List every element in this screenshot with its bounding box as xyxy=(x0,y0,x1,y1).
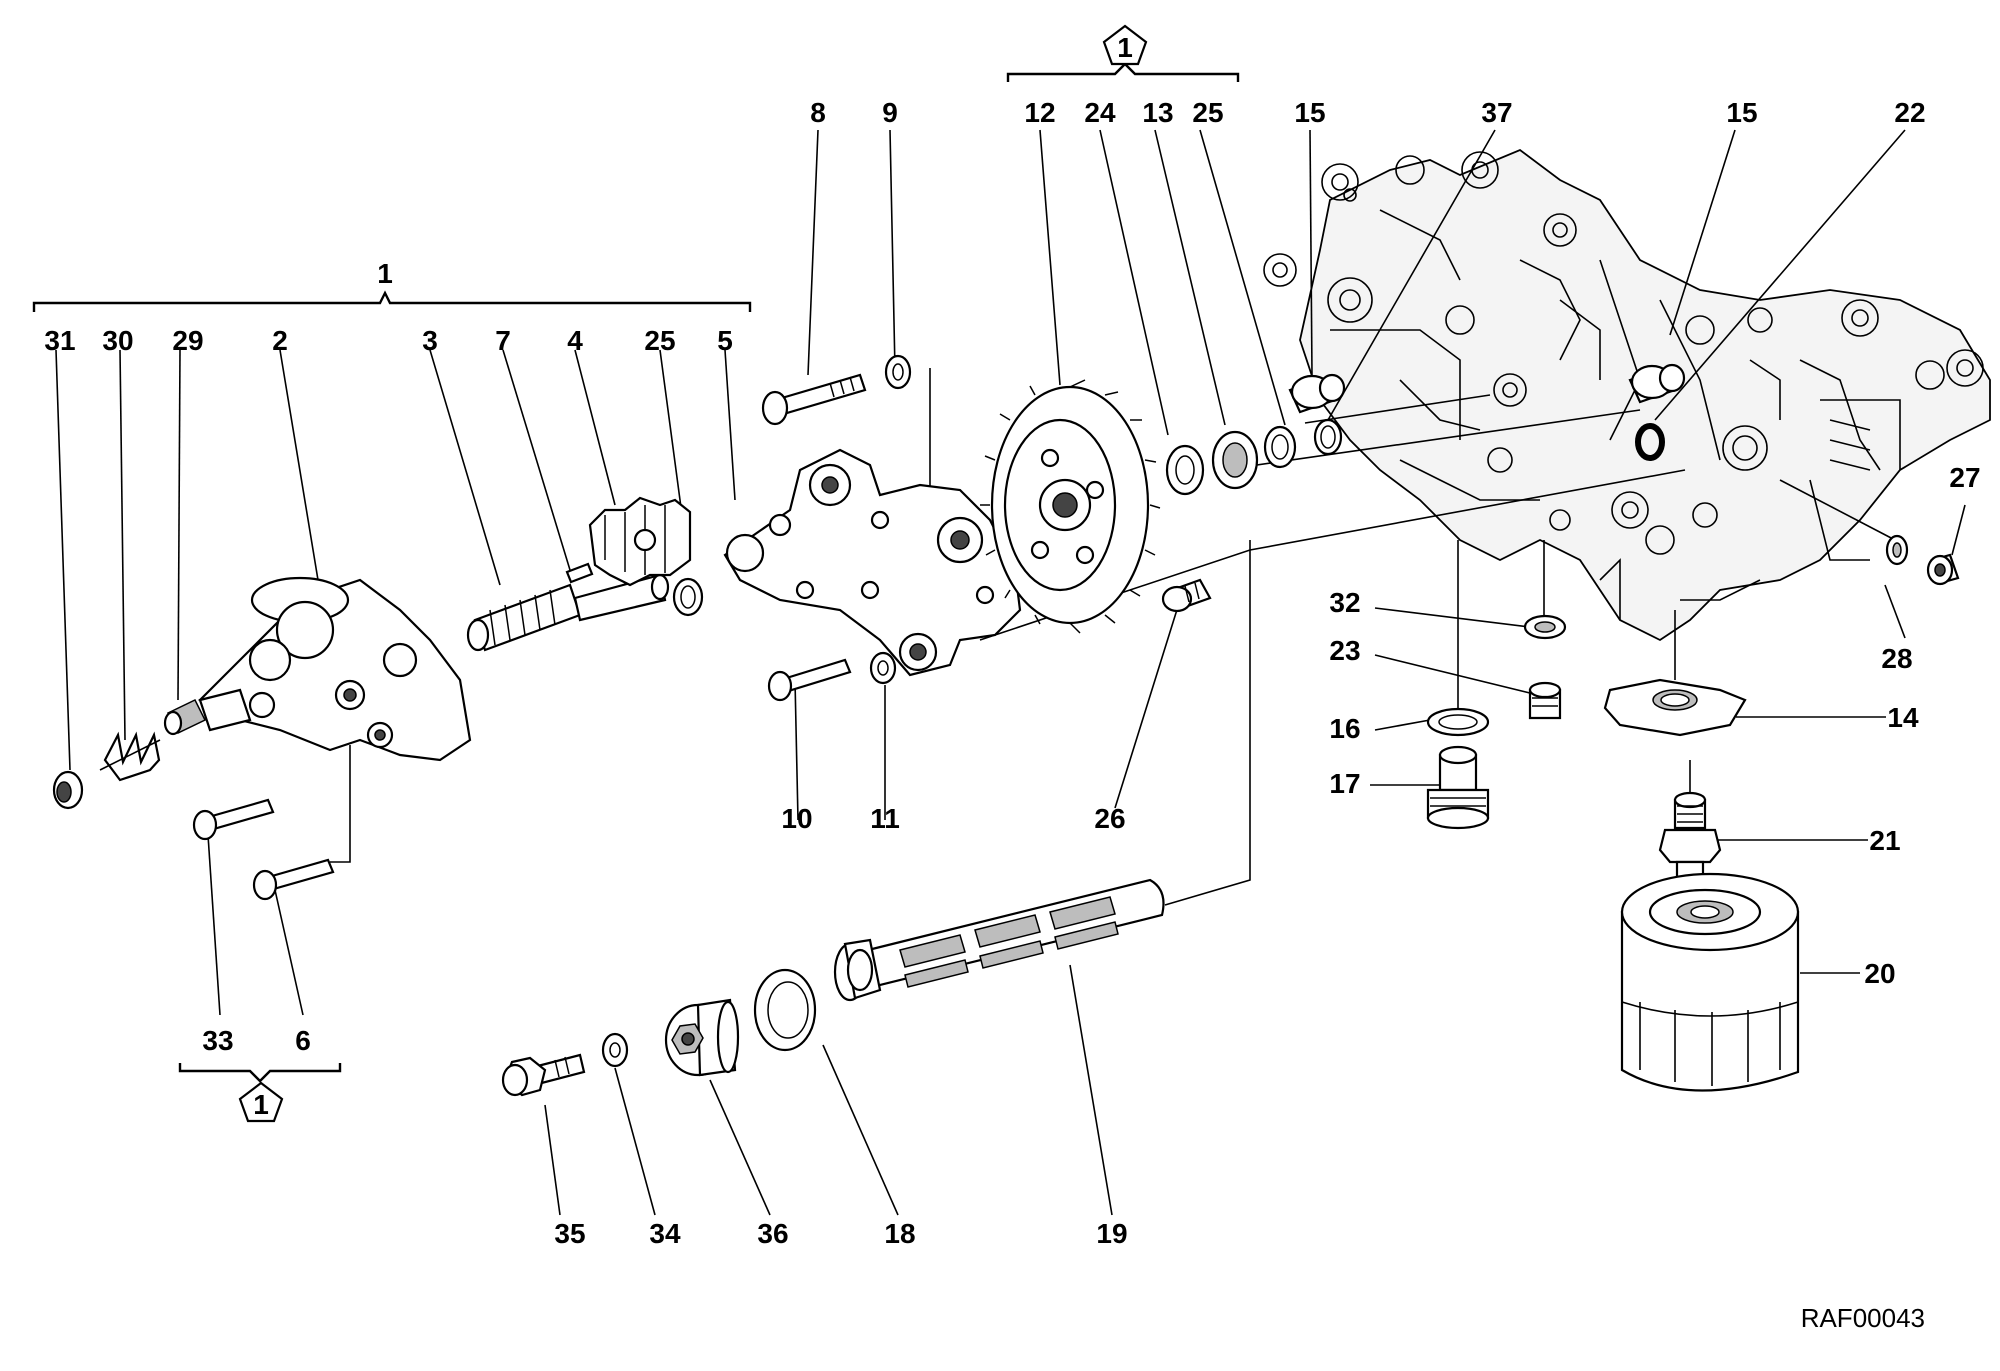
washer-34 xyxy=(601,1032,629,1068)
group-bracket-assembly-1 xyxy=(32,290,752,312)
label-15-right: 15 xyxy=(1726,97,1757,128)
part-labels: 1 31 30 29 2 3 7 4 25 5 8 9 12 24 13 25 … xyxy=(44,97,1980,1249)
label-31: 31 xyxy=(44,325,75,356)
pump-key-pin xyxy=(565,562,594,584)
bush-15-left xyxy=(1288,373,1346,414)
label-20: 20 xyxy=(1864,958,1895,989)
label-18: 18 xyxy=(884,1218,915,1249)
plug-23 xyxy=(1528,681,1562,720)
label-29: 29 xyxy=(172,325,203,356)
label-11: 11 xyxy=(870,803,900,834)
label-4: 4 xyxy=(567,325,583,356)
circlip-25-right xyxy=(1263,425,1297,469)
relief-valve-plunger xyxy=(163,699,207,736)
badge-1-top: 1 xyxy=(1102,24,1148,66)
label-6: 6 xyxy=(295,1025,311,1056)
label-25-right: 25 xyxy=(1192,97,1223,128)
label-15-left: 15 xyxy=(1294,97,1325,128)
bush-15-right xyxy=(1628,363,1686,404)
pump-shaft-gear xyxy=(466,573,670,652)
filter-screen-19 xyxy=(833,878,1165,1002)
label-24: 24 xyxy=(1084,97,1116,128)
label-25-left: 25 xyxy=(644,325,675,356)
screw-10 xyxy=(767,658,852,702)
label-1: 1 xyxy=(377,258,393,289)
plug-27 xyxy=(1926,553,1960,586)
pump-body xyxy=(723,448,1022,677)
label-16: 16 xyxy=(1329,713,1360,744)
label-5: 5 xyxy=(717,325,733,356)
bush-26 xyxy=(1161,578,1212,613)
label-2: 2 xyxy=(272,325,288,356)
plug-17 xyxy=(1426,745,1490,830)
oring-22 xyxy=(1635,423,1665,461)
label-30: 30 xyxy=(102,325,133,356)
label-19: 19 xyxy=(1096,1218,1127,1249)
pump-driven-gear xyxy=(588,496,692,587)
screw-33 xyxy=(192,798,275,841)
label-21: 21 xyxy=(1869,825,1900,856)
screw-6 xyxy=(252,858,335,901)
label-3: 3 xyxy=(422,325,438,356)
seal-ring-18 xyxy=(753,968,817,1052)
label-33: 33 xyxy=(202,1025,233,1056)
svg-text:1: 1 xyxy=(1117,32,1133,63)
label-23: 23 xyxy=(1329,635,1360,666)
drive-gear xyxy=(980,379,1161,634)
label-36: 36 xyxy=(757,1218,788,1249)
washer-13 xyxy=(1211,430,1259,490)
relief-valve-spring xyxy=(99,731,161,782)
label-9: 9 xyxy=(882,97,898,128)
label-12: 12 xyxy=(1024,97,1055,128)
label-22: 22 xyxy=(1894,97,1925,128)
filter-cap-36 xyxy=(664,998,740,1077)
label-32: 32 xyxy=(1329,587,1360,618)
label-28: 28 xyxy=(1881,643,1912,674)
pump-cover xyxy=(198,576,472,762)
label-14: 14 xyxy=(1887,702,1919,733)
label-37: 37 xyxy=(1481,97,1512,128)
washer-16 xyxy=(1426,707,1490,737)
circlip-24 xyxy=(1165,444,1205,496)
washer-11 xyxy=(869,651,897,685)
label-35: 35 xyxy=(554,1218,585,1249)
washer-28 xyxy=(1885,534,1909,566)
bolt-35 xyxy=(501,1053,586,1097)
ring-37 xyxy=(1313,418,1343,456)
label-17: 17 xyxy=(1329,768,1360,799)
label-13: 13 xyxy=(1142,97,1173,128)
screw-8 xyxy=(761,373,867,426)
circlip-left xyxy=(672,577,704,617)
filter-nipple-21 xyxy=(1658,791,1722,882)
label-27: 27 xyxy=(1949,462,1980,493)
washer-32 xyxy=(1523,614,1567,640)
label-7: 7 xyxy=(495,325,511,356)
badge-1-bottom: 1 xyxy=(238,1081,284,1123)
svg-text:1: 1 xyxy=(253,1089,269,1120)
oil-filter-20 xyxy=(1620,872,1800,1092)
label-8: 8 xyxy=(810,97,826,128)
label-10: 10 xyxy=(781,803,812,834)
label-26: 26 xyxy=(1094,803,1125,834)
washer-9 xyxy=(884,354,912,390)
relief-valve-plug xyxy=(52,770,84,810)
drawing-code: RAF00043 xyxy=(1801,1303,1925,1333)
group-bracket-bottom xyxy=(178,1063,342,1083)
label-34: 34 xyxy=(649,1218,681,1249)
filter-plate-14 xyxy=(1603,678,1747,737)
